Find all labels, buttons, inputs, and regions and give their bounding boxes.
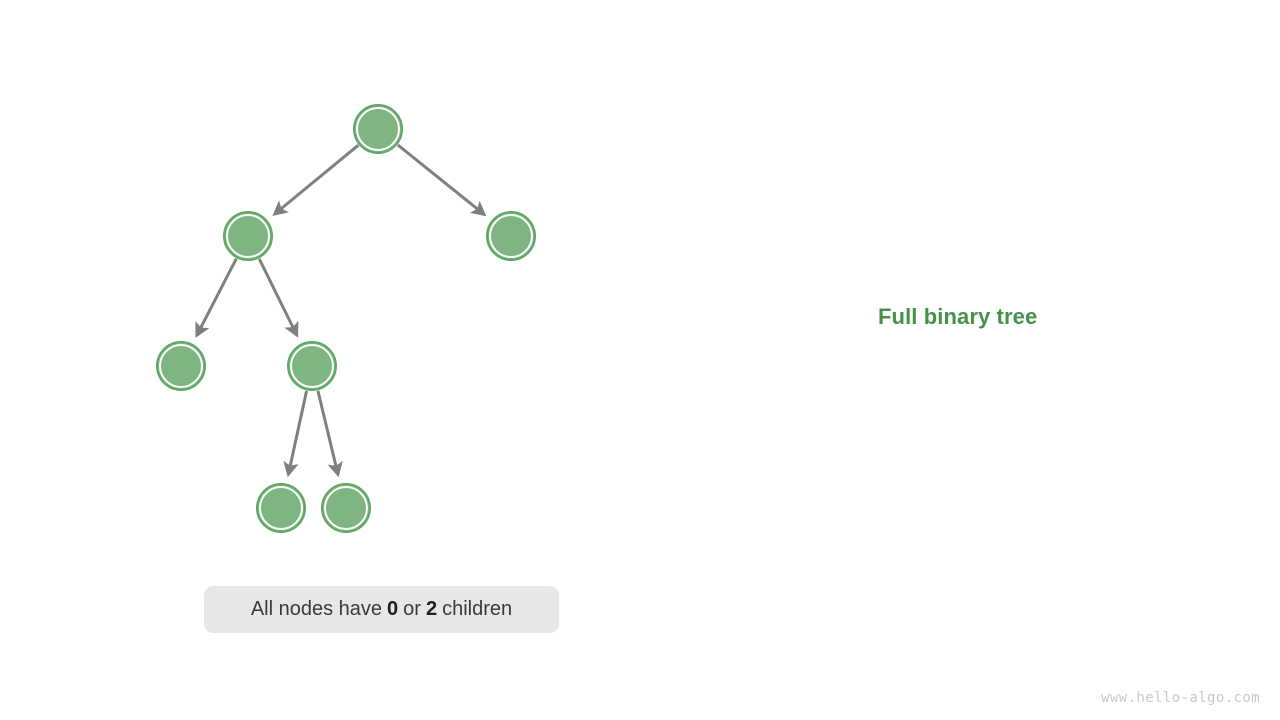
caption-value-two: 2 xyxy=(425,598,438,620)
site-watermark: www.hello-algo.com xyxy=(1101,690,1260,706)
tree-edge xyxy=(257,258,299,338)
tree-edge xyxy=(195,257,238,338)
tree-node[interactable] xyxy=(486,211,536,261)
tree-nodes xyxy=(156,104,536,533)
node-fill xyxy=(161,346,201,386)
tree-edge xyxy=(396,143,487,217)
tree-node[interactable] xyxy=(223,211,273,261)
node-inner-ring xyxy=(259,486,303,530)
node-inner-ring xyxy=(159,344,203,388)
caption-value-zero: 0 xyxy=(387,598,399,620)
node-fill xyxy=(358,109,398,149)
tree-node[interactable] xyxy=(321,483,371,533)
node-fill xyxy=(292,346,332,386)
tree-node[interactable] xyxy=(256,483,306,533)
node-fill xyxy=(326,488,366,528)
tree-edge xyxy=(283,390,309,478)
node-fill xyxy=(228,216,268,256)
tree-edge xyxy=(272,144,360,216)
node-inner-ring xyxy=(324,486,368,530)
node-fill xyxy=(491,216,531,256)
caption-text-before: All nodes have xyxy=(250,598,383,620)
tree-edges xyxy=(195,143,487,478)
tree-node[interactable] xyxy=(156,341,206,391)
tree-node[interactable] xyxy=(353,104,403,154)
tree-edge xyxy=(316,390,343,478)
node-inner-ring xyxy=(226,214,270,258)
caption-text-middle: or xyxy=(403,598,421,620)
caption-badge: All nodes have 0 or 2 children xyxy=(204,586,559,633)
node-inner-ring xyxy=(356,107,400,151)
node-fill xyxy=(261,488,301,528)
node-inner-ring xyxy=(489,214,533,258)
node-inner-ring xyxy=(290,344,334,388)
tree-node[interactable] xyxy=(287,341,337,391)
caption-text-after: children xyxy=(442,598,513,620)
page-title: Full binary tree xyxy=(878,304,1038,329)
